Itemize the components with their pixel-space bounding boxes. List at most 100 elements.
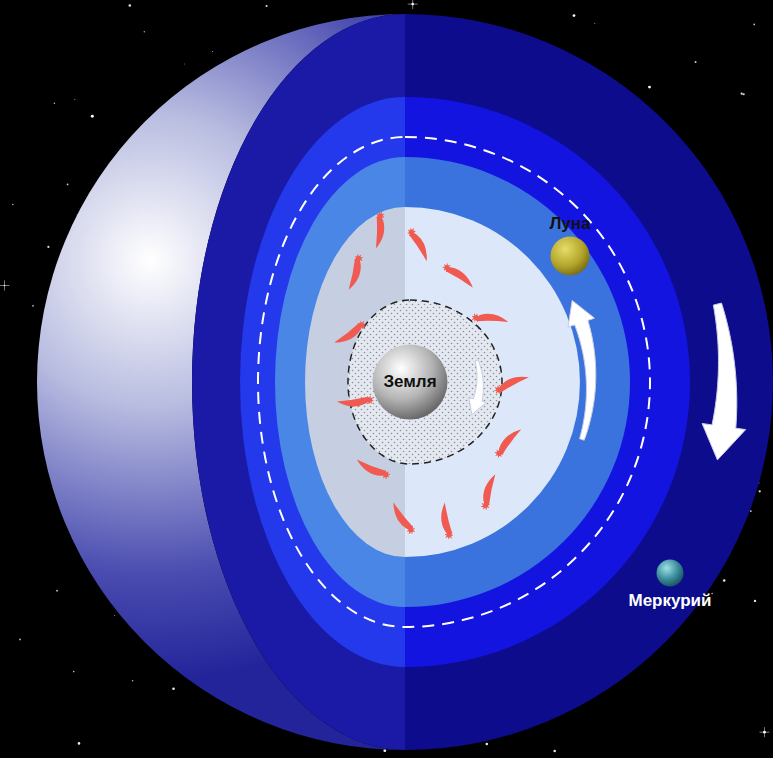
star-glint — [408, 0, 418, 9]
star — [212, 51, 213, 52]
planet-circle — [657, 560, 684, 587]
planet-label: Меркурий — [628, 591, 711, 611]
comet — [493, 375, 531, 394]
star-glint — [760, 727, 770, 737]
star-dot — [743, 93, 745, 95]
star-dot — [91, 115, 94, 118]
comet — [471, 307, 509, 332]
star — [56, 590, 58, 592]
star — [759, 490, 761, 492]
star-dot — [12, 204, 13, 205]
dashed-boundary — [258, 137, 650, 627]
comet — [490, 427, 527, 459]
star — [74, 99, 75, 100]
rotation-arrow — [702, 303, 746, 460]
star-dot — [74, 99, 75, 100]
planet-circle — [373, 345, 448, 420]
star-dot — [132, 680, 133, 681]
star — [114, 615, 115, 616]
comet — [339, 253, 369, 291]
comet — [475, 473, 505, 511]
star — [753, 24, 755, 26]
star-dot — [754, 600, 756, 602]
star — [266, 5, 268, 7]
star — [67, 184, 69, 186]
star — [383, 749, 386, 752]
star — [754, 600, 756, 602]
stippled-zone — [348, 300, 502, 464]
star — [172, 688, 175, 691]
star — [12, 204, 13, 205]
comet — [441, 259, 474, 295]
star-dot — [695, 61, 697, 63]
star-dot — [144, 31, 145, 32]
star-dot — [741, 93, 743, 95]
star — [743, 93, 745, 95]
star — [54, 103, 56, 105]
star — [184, 63, 186, 65]
star — [0, 281, 10, 291]
star-dot — [711, 593, 713, 595]
star-dot — [32, 305, 34, 307]
star-dot — [553, 750, 556, 753]
star — [73, 671, 75, 673]
comet — [355, 451, 391, 484]
star-glint — [0, 281, 10, 291]
star — [32, 305, 34, 307]
star-dot — [54, 103, 56, 105]
star — [78, 742, 81, 745]
star-dot — [73, 671, 75, 673]
star-dot — [486, 743, 489, 746]
star — [553, 750, 556, 753]
star — [741, 93, 743, 95]
rotation-arrow — [469, 360, 486, 415]
planet-circle — [550, 237, 589, 276]
star — [144, 31, 145, 32]
planet-svg — [550, 236, 590, 276]
star — [594, 23, 595, 24]
star-dot — [184, 63, 186, 65]
mercury-body: Меркурий — [628, 559, 711, 611]
star — [648, 86, 651, 89]
comet — [366, 211, 391, 249]
comet — [391, 498, 416, 536]
star-dot — [723, 579, 726, 582]
planet-label: Земля — [383, 372, 436, 392]
star-dot — [19, 639, 21, 641]
star-dot — [172, 688, 175, 691]
star — [711, 593, 713, 595]
star — [486, 743, 489, 746]
star-dot — [759, 490, 761, 492]
star-dot — [47, 246, 49, 248]
star-dot — [383, 749, 386, 752]
rotation-arrow — [568, 300, 596, 440]
star-dot — [266, 5, 268, 7]
moon-body: Луна — [549, 214, 590, 276]
star-dot — [78, 742, 81, 745]
star-dot — [212, 51, 213, 52]
planet-label: Луна — [549, 214, 590, 234]
comet — [330, 320, 368, 345]
comet — [407, 226, 429, 264]
comet-group — [330, 211, 530, 539]
earth-body: Земля — [372, 344, 448, 420]
star — [132, 680, 133, 681]
star-dot — [114, 615, 115, 616]
comet — [439, 502, 455, 539]
star-dot — [648, 86, 651, 89]
star — [573, 14, 576, 17]
star — [695, 61, 697, 63]
star — [408, 0, 418, 9]
planet-svg — [656, 559, 684, 587]
star — [760, 727, 770, 737]
star — [723, 579, 726, 582]
star — [47, 246, 49, 248]
star-dot — [573, 14, 576, 17]
comet — [336, 391, 374, 410]
star-dot — [129, 4, 131, 6]
star-dot — [753, 24, 755, 26]
star — [129, 4, 131, 6]
star — [91, 115, 94, 118]
